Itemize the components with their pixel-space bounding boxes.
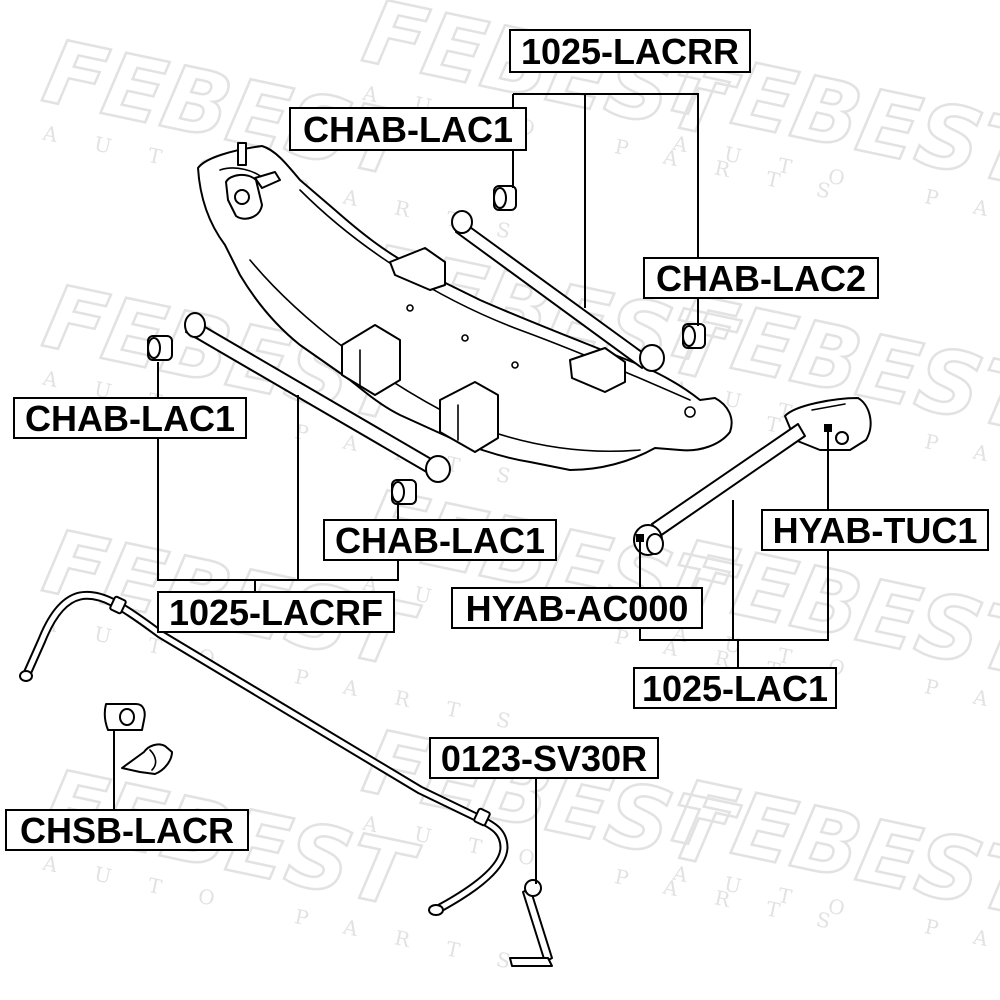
- part-label[interactable]: CHAB-LAC1: [323, 519, 557, 561]
- part-label[interactable]: 1025-LACRR: [509, 29, 751, 73]
- lateral-arm: [633, 397, 872, 556]
- bushing-chab-lac1-top: [493, 185, 517, 211]
- part-label[interactable]: CHSB-LACR: [5, 809, 249, 851]
- arm-eye: [425, 455, 451, 483]
- part-label[interactable]: CHAB-LAC1: [13, 397, 247, 439]
- stabilizer-bar: [19, 590, 509, 916]
- label-text: CHSB-LACR: [20, 810, 234, 851]
- front-lower-arm: [184, 312, 451, 483]
- label-text: HYAB-TUC1: [773, 510, 978, 551]
- label-text: 1025-LAC1: [642, 668, 828, 709]
- bushing-chab-lac1-left: [147, 335, 173, 361]
- arm-eye: [184, 312, 206, 338]
- arm-eye: [639, 344, 665, 372]
- rear-upper-arm: [451, 210, 665, 372]
- label-text: CHAB-LAC1: [335, 520, 545, 561]
- stabilizer-link: [509, 879, 553, 967]
- leader-lines: [113, 93, 829, 884]
- part-label[interactable]: 1025-LACRF: [157, 591, 395, 633]
- stabilizer-bushing: [103, 703, 173, 775]
- label-text: HYAB-AC000: [466, 588, 689, 629]
- label-text: 0123-SV30R: [441, 738, 647, 779]
- part-label[interactable]: CHAB-LAC1: [289, 107, 527, 151]
- bushing-chab-lac1-mid: [391, 479, 417, 505]
- hyab-ac000-marker: [636, 534, 644, 542]
- hyab-tuc1-marker: [824, 424, 832, 432]
- subframe-bracket: [389, 247, 446, 291]
- part-label[interactable]: HYAB-TUC1: [761, 509, 989, 551]
- subframe-bracket: [439, 381, 499, 453]
- label-text: CHAB-LAC1: [303, 109, 513, 150]
- rear-subframe: [197, 142, 733, 471]
- part-label[interactable]: CHAB-LAC2: [643, 257, 879, 299]
- subframe-bolt: [237, 142, 247, 166]
- label-text: CHAB-LAC1: [25, 398, 235, 439]
- part-label[interactable]: HYAB-AC000: [451, 587, 703, 629]
- label-text: 1025-LACRR: [521, 31, 739, 72]
- arm-eye: [451, 210, 473, 234]
- subframe-bracket: [341, 324, 401, 396]
- label-text: 1025-LACRF: [169, 592, 383, 633]
- bushing-chab-lac2: [682, 323, 706, 349]
- subframe-bracket: [569, 347, 626, 393]
- part-label[interactable]: 0123-SV30R: [429, 737, 659, 779]
- label-text: CHAB-LAC2: [656, 258, 866, 299]
- part-label[interactable]: 1025-LAC1: [633, 667, 837, 709]
